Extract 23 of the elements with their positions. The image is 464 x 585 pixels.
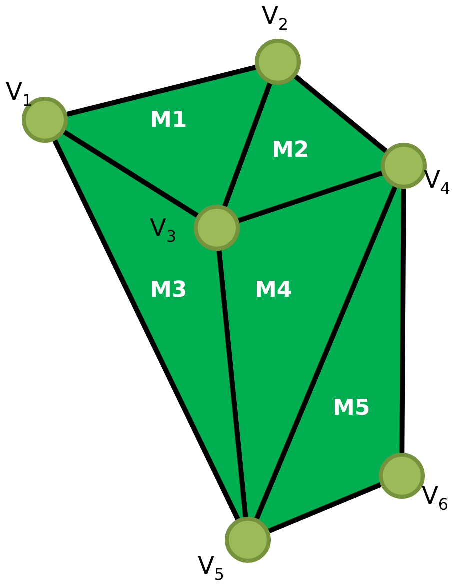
face-label: M2 <box>272 140 310 162</box>
face-label: M1 <box>150 110 188 132</box>
mesh-edge <box>63 130 199 218</box>
face-label: M3 <box>150 280 188 302</box>
face-label: M4 <box>255 280 292 302</box>
vertex-label: V$_{4}$ <box>424 168 451 197</box>
mesh-edge <box>238 170 383 224</box>
mesh-edge <box>400 188 406 454</box>
mesh-edge <box>254 186 398 520</box>
vertex-label: V$_{1}$ <box>6 80 33 109</box>
vertex-label: V$_{2}$ <box>262 4 289 33</box>
mesh-edge <box>294 74 388 154</box>
vertex-circle <box>255 39 301 85</box>
mesh-edge <box>268 482 382 534</box>
mesh-edge <box>216 250 248 518</box>
mesh-edge <box>66 65 256 117</box>
mesh-edge <box>222 82 272 208</box>
vertex-label: V$_{5}$ <box>198 554 225 583</box>
mesh-edge <box>52 140 240 520</box>
vertex-circle <box>225 517 271 563</box>
vertex-label: V$_{3}$ <box>150 216 177 245</box>
vertex-label: V$_{6}$ <box>422 484 449 513</box>
face-label: M5 <box>333 398 370 420</box>
